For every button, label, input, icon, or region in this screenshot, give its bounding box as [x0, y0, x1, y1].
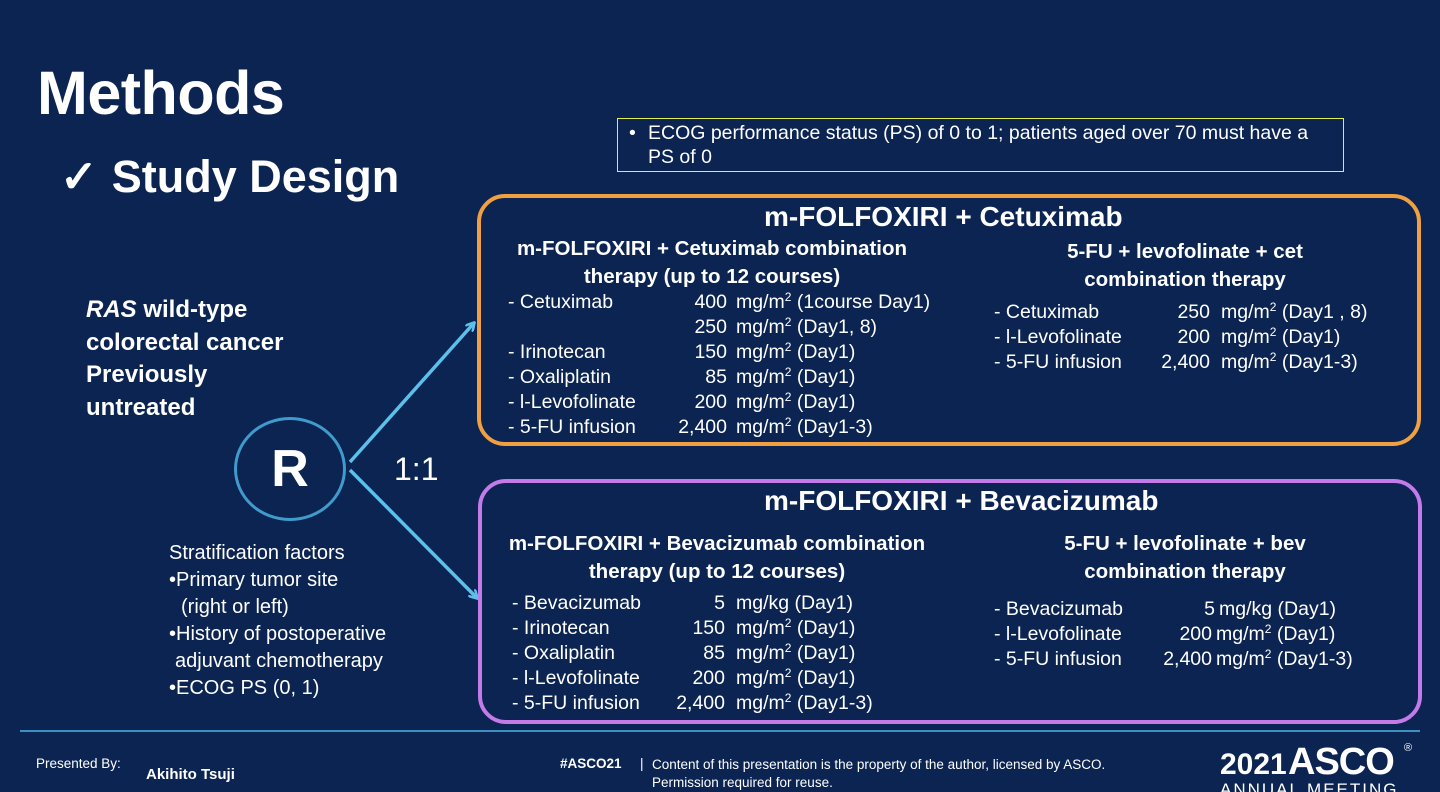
- slide-subtitle: ✓ Study Design: [60, 150, 399, 203]
- drug-name: - Cetuximab: [994, 301, 1100, 323]
- drug-schedule: mg/m2 (Day1): [1216, 622, 1336, 645]
- bullet-icon: •: [629, 122, 636, 144]
- drug-name: - Bevacizumab: [512, 592, 641, 614]
- drug-name: - 5-FU infusion: [508, 416, 636, 438]
- subtitle-text: Study Design: [111, 151, 400, 202]
- drug-dose: 85: [705, 366, 727, 388]
- drug-name: - l-Levofolinate: [994, 326, 1122, 348]
- population-line-1: RAS wild-type: [86, 296, 248, 323]
- drug-dose: 200: [1177, 326, 1210, 348]
- logo-word: ASCO: [1288, 741, 1395, 783]
- arm-cetuximab-induction-heading: m-FOLFOXIRI + Cetuximab combination ther…: [516, 237, 908, 288]
- slide-title: Methods: [37, 59, 285, 127]
- drug-name: - Oxaliplatin: [512, 642, 615, 664]
- drug-schedule: mg/m2 (Day1): [736, 641, 856, 664]
- stratification-item: adjuvant chemotherapy: [175, 650, 383, 672]
- drug-name: - 5-FU infusion: [512, 692, 640, 714]
- stratification-item: •Primary tumor site: [169, 569, 339, 591]
- drug-schedule: mg/m2 (Day1): [736, 390, 856, 413]
- drug-schedule: mg/m2 (Day1): [736, 616, 856, 639]
- drug-name: - Bevacizumab: [994, 598, 1123, 620]
- arm-bevacizumab-title: m-FOLFOXIRI + Bevacizumab: [764, 485, 1159, 516]
- presented-by-label: Presented By:: [36, 756, 121, 771]
- drug-schedule: mg/kg (Day1): [1219, 598, 1337, 620]
- drug-name: - 5-FU infusion: [994, 351, 1122, 373]
- check-icon: ✓: [60, 151, 98, 202]
- presenter-name: Akihito Tsuji: [146, 766, 235, 783]
- population-line-4: untreated: [86, 393, 196, 421]
- footer-divider: [20, 730, 1420, 732]
- drug-schedule: mg/m2 (Day1-3): [736, 691, 873, 714]
- drug-dose: 200: [694, 391, 727, 413]
- hashtag: #ASCO21: [560, 756, 622, 771]
- drug-dose: 150: [692, 617, 725, 639]
- drug-dose: 2,400: [678, 416, 727, 438]
- logo-year: 2021: [1220, 748, 1287, 781]
- drug-dose: 200: [692, 667, 725, 689]
- arm-cetuximab-maintenance-heading: 5-FU + levofolinate + cet combination th…: [1067, 240, 1303, 291]
- drug-dose: 2,400: [676, 692, 725, 714]
- criteria-box: • ECOG performance status (PS) of 0 to 1…: [617, 118, 1344, 172]
- criteria-text: ECOG performance status (PS) of 0 to 1; …: [648, 122, 1309, 168]
- drug-dose: 85: [703, 642, 725, 664]
- drug-schedule: mg/m2 (Day1-3): [736, 415, 873, 438]
- drug-schedule: mg/m2 (1course Day1): [736, 290, 931, 313]
- drug-dose: 250: [694, 316, 727, 338]
- footer-separator: |: [640, 756, 644, 771]
- drug-dose: 5: [1204, 598, 1215, 620]
- arm-bevacizumab-induction-heading: m-FOLFOXIRI + Bevacizumab combination th…: [508, 532, 926, 583]
- population-line-2: colorectal cancer: [86, 328, 284, 356]
- asco-logo: 2021 ASCO ® ANNUAL MEETING: [1220, 740, 1430, 792]
- drug-dose: 2,400: [1163, 648, 1212, 670]
- drug-schedule: mg/m2 (Day1): [736, 666, 856, 689]
- drug-schedule: mg/m2 (Day1): [736, 365, 856, 388]
- stratification-item: (right or left): [181, 596, 289, 618]
- population-text: RAS wild-type colorectal cancer Previous…: [86, 294, 283, 424]
- drug-schedule: mg/m2 (Day1 , 8): [1221, 300, 1368, 323]
- drug-schedule: mg/m2 (Day1-3): [1216, 647, 1353, 670]
- drug-dose: 200: [1179, 623, 1212, 645]
- arm-cetuximab-title: m-FOLFOXIRI + Cetuximab: [764, 201, 1123, 232]
- drug-dose: 400: [694, 291, 727, 313]
- copyright-notice: Content of this presentation is the prop…: [652, 757, 1106, 790]
- stratification-heading: Stratification factors: [169, 542, 345, 564]
- drug-dose: 150: [694, 341, 727, 363]
- drug-name: - l-Levofolinate: [512, 667, 640, 689]
- arm-bevacizumab-box: [478, 479, 1422, 724]
- logo-registered: ®: [1404, 742, 1413, 754]
- drug-dose: 2,400: [1161, 351, 1210, 373]
- drug-schedule: mg/m2 (Day1): [736, 340, 856, 363]
- randomization-circle: R: [234, 417, 346, 521]
- randomization-ratio: 1:1: [394, 451, 439, 487]
- stratification-factors: Stratification factors •Primary tumor si…: [169, 540, 386, 702]
- drug-name: - Irinotecan: [508, 341, 606, 363]
- drug-name: - l-Levofolinate: [994, 623, 1122, 645]
- stratification-item: •History of postoperative: [169, 623, 387, 645]
- drug-schedule: mg/kg (Day1): [736, 592, 854, 614]
- population-line-3: Previously: [86, 361, 208, 388]
- drug-name: - l-Levofolinate: [508, 391, 636, 413]
- drug-name: - Oxaliplatin: [508, 366, 611, 388]
- drug-name: - Irinotecan: [512, 617, 610, 639]
- drug-schedule: mg/m2 (Day1-3): [1221, 350, 1358, 373]
- drug-dose: 5: [714, 592, 725, 614]
- stratification-item: •ECOG PS (0, 1): [169, 677, 320, 699]
- drug-name: - Cetuximab: [508, 291, 614, 313]
- arm-cetuximab-box: [477, 194, 1421, 446]
- logo-subtitle: ANNUAL MEETING: [1220, 780, 1399, 792]
- drug-schedule: mg/m2 (Day1, 8): [736, 315, 878, 338]
- arm-bevacizumab-maintenance-heading: 5-FU + levofolinate + bev combination th…: [1064, 532, 1306, 583]
- drug-schedule: mg/m2 (Day1): [1221, 325, 1341, 348]
- drug-dose: 250: [1177, 301, 1210, 323]
- drug-name: - 5-FU infusion: [994, 648, 1122, 670]
